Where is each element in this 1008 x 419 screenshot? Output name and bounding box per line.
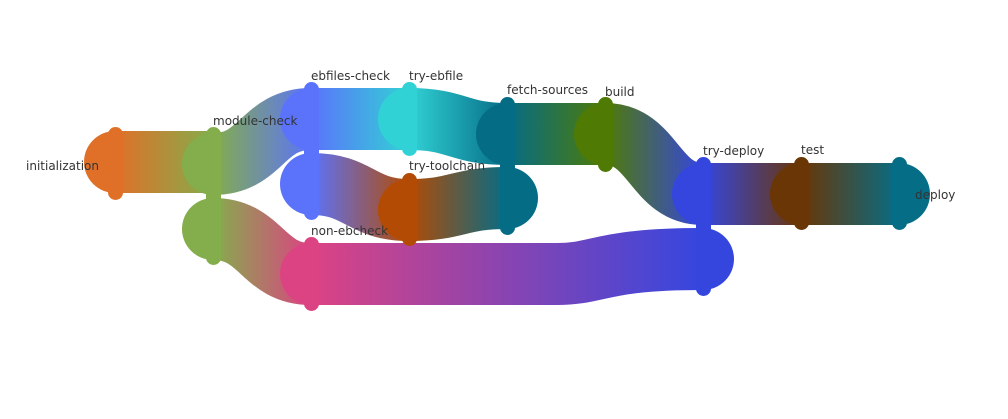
node-build xyxy=(598,97,613,172)
label-try-deploy: try-deploy xyxy=(703,144,764,158)
node-try-toolchain xyxy=(402,173,417,246)
label-try-ebfile: try-ebfile xyxy=(409,69,463,83)
node-test xyxy=(794,157,809,230)
node-ebfiles-check xyxy=(304,82,319,220)
label-build: build xyxy=(605,85,635,99)
node-try-deploy xyxy=(696,157,711,296)
label-module-check: module-check xyxy=(213,114,297,128)
node-try-ebfile xyxy=(402,82,417,156)
node-non-ebcheck xyxy=(304,237,319,311)
label-non-ebcheck: non-ebcheck xyxy=(311,224,388,238)
label-test: test xyxy=(801,143,824,157)
link-non-ebcheck-try-deploy xyxy=(280,228,734,305)
node-deploy xyxy=(892,157,907,230)
label-initialization: initialization xyxy=(26,159,99,173)
label-fetch-sources: fetch-sources xyxy=(507,83,588,97)
label-try-toolchain: try-toolchain xyxy=(409,159,485,173)
node-fetch-sources xyxy=(500,97,515,235)
label-deploy: deploy xyxy=(915,188,955,202)
link-try-toolchain-fetch-sources xyxy=(378,167,538,241)
label-ebfiles-check: ebfiles-check xyxy=(311,69,390,83)
node-module-check xyxy=(206,127,221,265)
node-initialization xyxy=(108,127,123,200)
